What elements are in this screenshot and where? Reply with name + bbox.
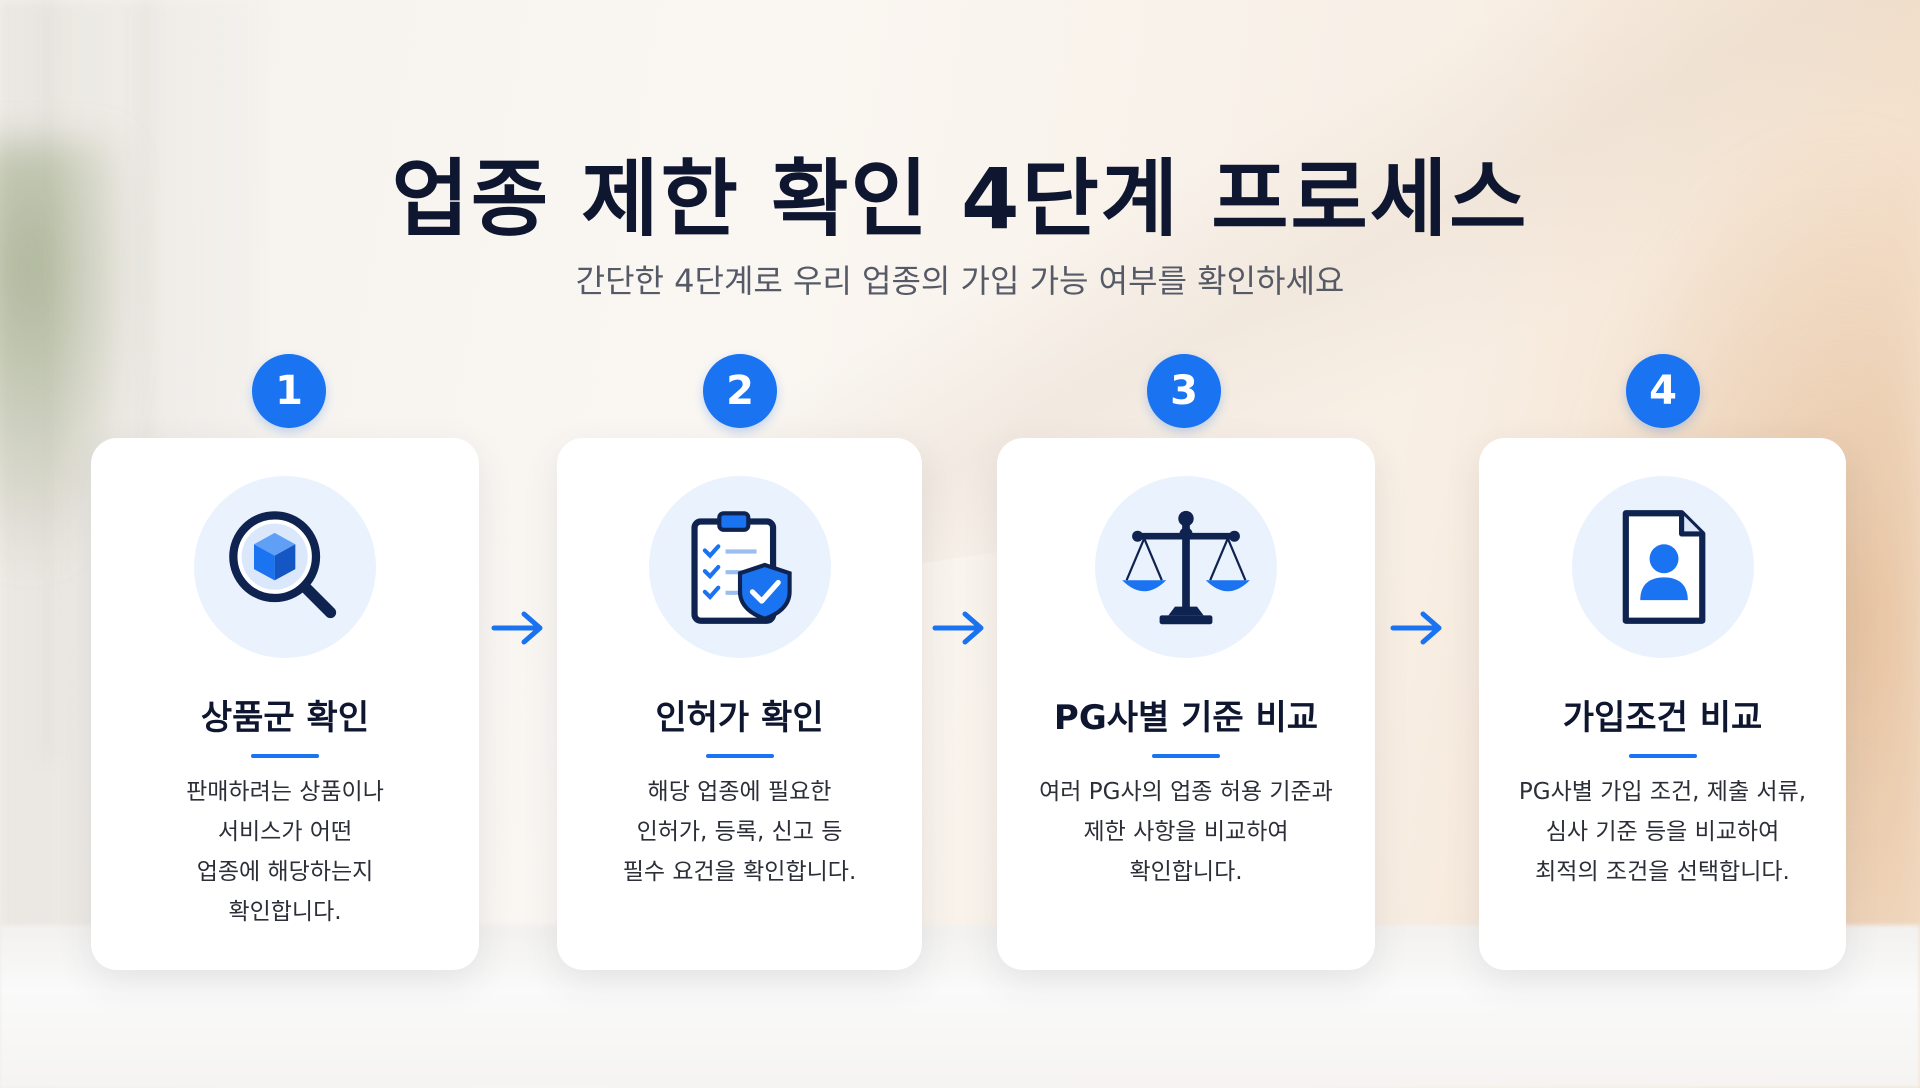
page-subtitle: 간단한 4단계로 우리 업종의 가입 가능 여부를 확인하세요	[575, 262, 1345, 300]
step-2-icon-circle	[648, 476, 831, 658]
step-4-description-line: 최적의 조건을 선택합니다.	[1535, 859, 1790, 885]
step-4-description-line: PG사별 가입 조건, 제출 서류,	[1518, 779, 1807, 805]
step-4-badge: 4	[1626, 354, 1700, 428]
step-3-title: PG사별 기준 비교	[1053, 698, 1319, 738]
step-1-icon-circle	[194, 476, 376, 658]
step-2-description-line: 해당 업종에 필요한	[647, 779, 832, 805]
step-1-description-line: 판매하려는 상품이나	[186, 779, 384, 805]
step-3-icon-circle	[1095, 476, 1277, 658]
step-1-description-line: 확인합니다.	[228, 899, 342, 925]
step-4-description: PG사별 가입 조건, 제출 서류, 심사 기준 등을 비교하여 최적의 조건을…	[1499, 772, 1826, 892]
step-4-divider	[1628, 754, 1697, 758]
arrow-right-icon	[932, 611, 984, 645]
step-2-card: 인허가 확인 해당 업종에 필요한 인허가, 등록, 신고 등 필수 요건을 확…	[557, 438, 922, 970]
step-1-card: 상품군 확인 판매하려는 상품이나 서비스가 어떤 업종에 해당하는지 확인합니…	[91, 438, 479, 970]
step-2-description-line: 필수 요건을 확인합니다.	[622, 859, 857, 885]
step-3-badge: 3	[1147, 354, 1221, 428]
page-title: 업종 제한 확인 4단계 프로세스	[391, 150, 1529, 248]
step-3-description: 여러 PG사의 업종 허용 기준과 제한 사항을 비교하여 확인합니다.	[1017, 772, 1355, 892]
step-2-divider	[705, 754, 774, 758]
step-3-description-line: 확인합니다.	[1129, 859, 1243, 885]
magnifier-box-icon	[229, 511, 337, 619]
step-2-description-line: 인허가, 등록, 신고 등	[636, 819, 843, 845]
balance-scale-icon	[1122, 510, 1250, 625]
step-3-card: PG사별 기준 비교 여러 PG사의 업종 허용 기준과 제한 사항을 비교하여…	[997, 438, 1375, 970]
step-2-title: 인허가 확인	[655, 698, 824, 738]
document-person-icon	[1622, 510, 1705, 624]
step-2-badge: 2	[703, 354, 777, 428]
step-4-description-line: 심사 기준 등을 비교하여	[1545, 819, 1780, 845]
step-4-icon-circle	[1571, 476, 1754, 658]
step-1-description-line: 업종에 해당하는지	[196, 859, 374, 885]
step-1-description-line: 서비스가 어떤	[217, 819, 353, 845]
step-2-description: 해당 업종에 필요한 인허가, 등록, 신고 등 필수 요건을 확인합니다.	[577, 772, 902, 892]
step-1-title: 상품군 확인	[200, 698, 370, 738]
clipboard-shield-icon	[690, 511, 792, 624]
step-3-divider	[1152, 754, 1220, 758]
step-3-description-line: 제한 사항을 비교하여	[1083, 819, 1289, 845]
arrow-right-icon	[491, 611, 543, 645]
step-3-description-line: 여러 PG사의 업종 허용 기준과	[1039, 779, 1333, 805]
step-1-divider	[251, 754, 319, 758]
arrow-right-icon	[1390, 611, 1442, 645]
step-1-description: 판매하려는 상품이나 서비스가 어떤 업종에 해당하는지 확인합니다.	[111, 772, 459, 932]
step-1-badge: 1	[252, 354, 326, 428]
step-4-card: 가입조건 비교 PG사별 가입 조건, 제출 서류, 심사 기준 등을 비교하여…	[1479, 438, 1846, 970]
step-4-title: 가입조건 비교	[1562, 698, 1763, 738]
